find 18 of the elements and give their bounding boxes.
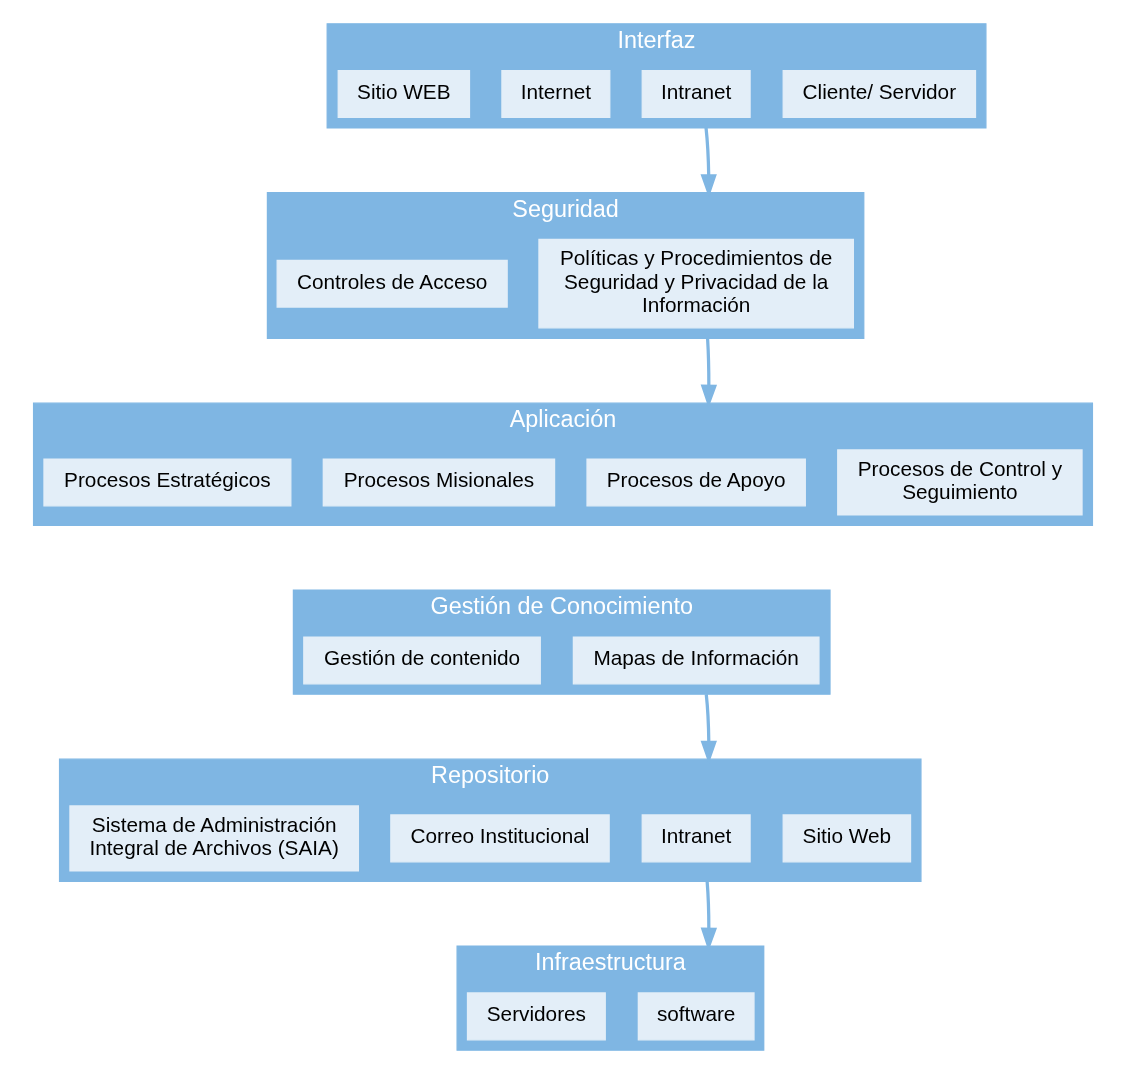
node-box: software — [637, 992, 755, 1041]
node-box: Sistema de Administración Integral de Archivos (SAIA) — [68, 805, 359, 872]
node-box: Mapas de Información — [572, 636, 820, 685]
node-box: Procesos Estratégicos — [42, 458, 291, 507]
node-box: Correo Institucional — [389, 814, 610, 863]
node-box: Procesos de Apoyo — [585, 458, 806, 507]
node-box: Procesos Misionales — [322, 458, 555, 507]
node-box: Procesos de Control y Seguimiento — [836, 449, 1083, 516]
node-box: Gestión de contenido — [302, 636, 541, 685]
node-box: Internet — [500, 69, 610, 119]
node-box: Cliente/ Servidor — [782, 69, 976, 119]
node-box: Controles de Acceso — [276, 259, 508, 308]
node-box: Intranet — [641, 814, 751, 863]
node-box: Sitio Web — [782, 814, 911, 863]
node-box: Intranet — [641, 69, 751, 119]
node-box: Sitio WEB — [337, 69, 470, 119]
node-box: Políticas y Procedimientos de Seguridad y Privacidad de la Información — [537, 238, 854, 329]
node-box: Servidores — [466, 992, 606, 1041]
